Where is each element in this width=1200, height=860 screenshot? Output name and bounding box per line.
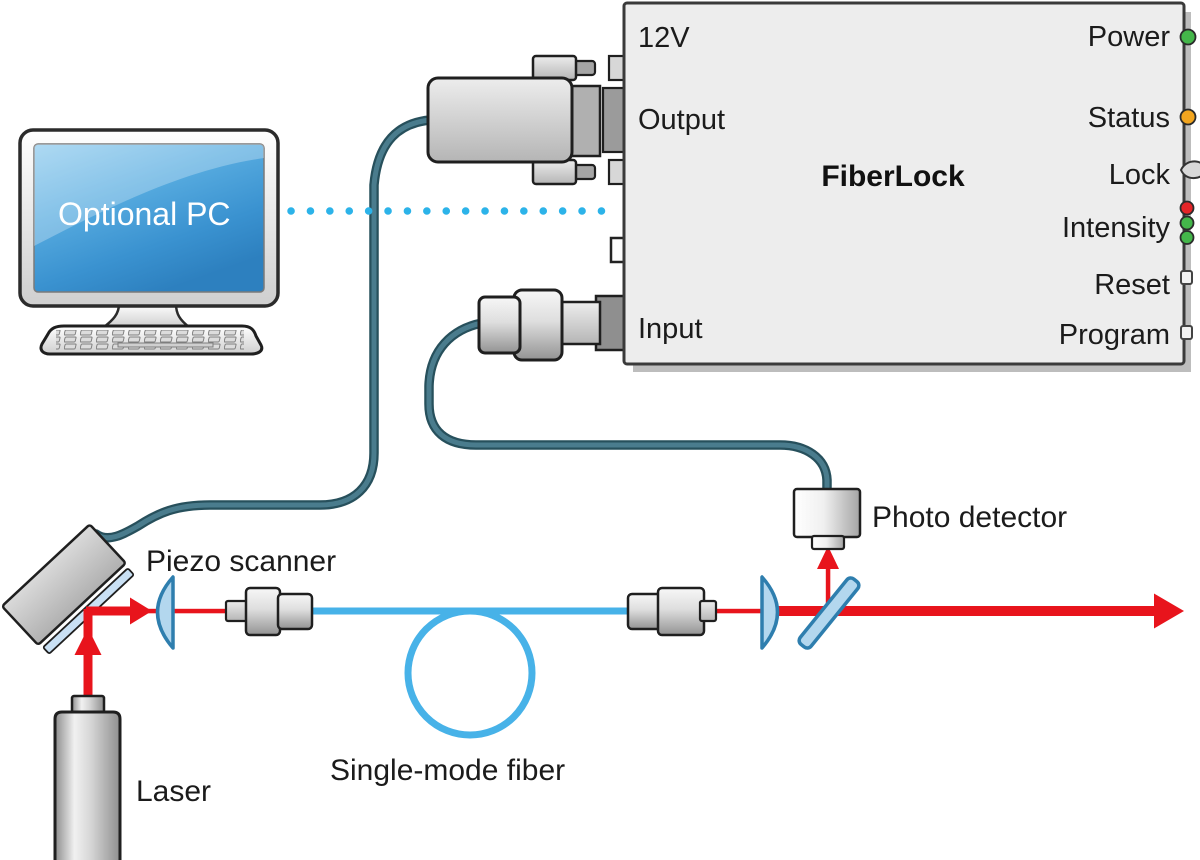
single-mode-fiber	[308, 607, 632, 739]
beam-arrow-to-detector	[817, 546, 839, 569]
optional-pc: Optional PC	[18, 128, 280, 356]
photo-detector-body	[792, 487, 862, 539]
laser-beam	[74, 546, 1184, 699]
input-plug-rear	[477, 295, 522, 355]
fiber-coupler-right	[626, 586, 718, 637]
photo-detector-label: Photo detector	[872, 501, 1067, 534]
status-led	[1179, 108, 1197, 126]
beam-output-shaft	[766, 606, 1158, 616]
lock-lever	[1179, 160, 1200, 180]
input-cable	[424, 318, 832, 499]
intensity-led-green-2	[1179, 230, 1195, 245]
collimating-lens-right	[760, 575, 780, 650]
beam-arrow-up	[74, 628, 102, 655]
bnc-input-connector	[477, 288, 628, 362]
port-label-12v: 12V	[638, 22, 690, 54]
beam-horizontal-after-mirror	[86, 606, 134, 616]
coupler-right-nozzle	[698, 599, 718, 623]
beam-arrow-right	[130, 597, 152, 625]
pc-screen	[33, 143, 265, 293]
photo-detector-neck	[810, 534, 846, 551]
laser-body	[53, 710, 122, 860]
fiber-loop	[404, 607, 536, 739]
fiberlock-title: FiberLock	[821, 160, 965, 193]
indicator-label-lock: Lock	[1109, 159, 1171, 191]
beam-output-arrowhead	[1154, 593, 1184, 629]
coupler-left-body	[244, 586, 282, 637]
db9-tab-top	[531, 54, 578, 82]
indicator-label-program: Program	[1059, 319, 1170, 351]
db9-body	[426, 76, 574, 164]
beam-vertical-to-detector	[825, 560, 831, 613]
piezo-scanner-label: Piezo scanner	[146, 545, 336, 578]
intensity-led-green-1	[1179, 215, 1195, 231]
reset-button	[1180, 270, 1193, 285]
port-label-input: Input	[638, 313, 703, 345]
db9-output-connector	[426, 54, 630, 186]
photo-detector	[792, 487, 862, 551]
pc-keyboard-spacebar	[117, 342, 214, 348]
laser-label: Laser	[136, 775, 211, 808]
optional-pc-label: Optional PC	[58, 196, 231, 232]
indicator-label-reset: Reset	[1094, 269, 1170, 301]
indicator-label-intensity: Intensity	[1062, 212, 1170, 244]
coupler-left-barrel	[276, 592, 314, 631]
port-label-output: Output	[638, 104, 725, 136]
input-plug-collar	[556, 300, 602, 346]
single-mode-fiber-label: Single-mode fiber	[330, 754, 565, 787]
beam-thin-into-coupler	[148, 608, 230, 614]
beam-splitter	[797, 576, 861, 650]
beam-thin-out-of-coupler	[711, 608, 765, 614]
intensity-led-red	[1179, 200, 1195, 216]
fiber-coupler-left	[224, 586, 314, 637]
db9-tab-bottom	[531, 158, 578, 186]
piezo-scanner	[1, 524, 135, 654]
output-cable	[91, 115, 435, 543]
pc-screen-sheen	[34, 144, 264, 246]
indicator-label-status: Status	[1088, 102, 1170, 134]
fiberlock-box	[622, 1, 1186, 366]
power-led	[1179, 28, 1197, 46]
program-button	[1180, 325, 1193, 340]
piezo-scanner-body	[1, 524, 126, 646]
coupler-right-body	[656, 586, 706, 637]
laser	[53, 694, 122, 860]
coupling-lens-left	[155, 575, 175, 650]
laser-neck	[70, 694, 106, 715]
indicator-label-power: Power	[1088, 21, 1171, 53]
